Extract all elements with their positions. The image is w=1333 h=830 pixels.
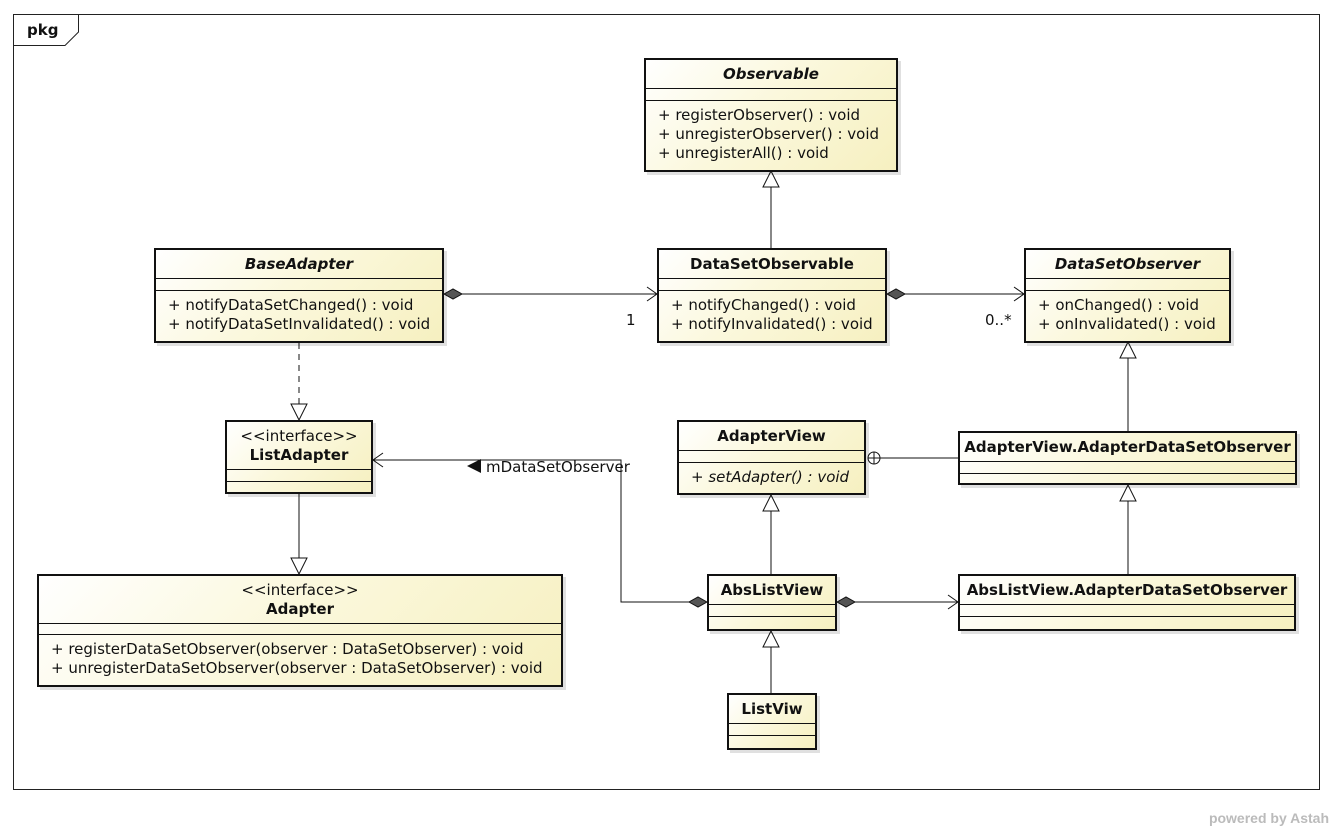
attribute-compartment — [659, 278, 885, 279]
diamond-abslistview-left — [687, 596, 709, 608]
class-dataset-observable[interactable]: DataSetObservable + notifyChanged() : vo… — [657, 248, 887, 343]
class-name: ListAdapter — [249, 446, 349, 464]
operation-compartment — [709, 616, 835, 617]
realization-triangle-listadapter — [290, 403, 308, 422]
class-name: Adapter — [266, 600, 334, 618]
class-name: AdapterView.AdapterDataSetObserver — [964, 438, 1291, 456]
class-list-view[interactable]: ListViw — [727, 693, 817, 750]
class-name: BaseAdapter — [244, 255, 354, 273]
operation: + onChanged() : void — [1038, 296, 1200, 314]
class-name: AdapterView — [717, 427, 826, 445]
operation-compartment — [1026, 290, 1229, 291]
attribute-compartment — [960, 461, 1295, 462]
multiplicity-many: 0..* — [985, 311, 1012, 329]
attribute-compartment — [679, 450, 864, 451]
package-frame — [13, 14, 1320, 790]
attribute-compartment — [39, 623, 561, 624]
attribute-compartment — [1026, 278, 1229, 279]
class-name: DataSetObserver — [1054, 255, 1201, 273]
diamond-abslistview-right — [835, 596, 857, 608]
operation-compartment — [39, 634, 561, 635]
attribute-compartment — [729, 723, 815, 724]
class-adapterview-observer[interactable]: AdapterView.AdapterDataSetObserver — [958, 431, 1297, 485]
stereotype: <<interface>> — [240, 427, 358, 445]
gen-triangle-datasetobserver — [1119, 340, 1137, 359]
class-name: DataSetObservable — [690, 255, 854, 273]
stereotype: <<interface>> — [241, 581, 359, 599]
class-name: ListViw — [741, 700, 803, 718]
operation-list: + onChanged() : void + onInvalidated() :… — [1038, 296, 1225, 334]
multiplicity-one: 1 — [626, 311, 636, 329]
operation: + notifyDataSetInvalidated() : void — [168, 315, 431, 333]
attribute-compartment — [960, 604, 1294, 605]
interface-adapter[interactable]: <<interface>> Adapter + registerDataSetO… — [37, 574, 563, 687]
operation-compartment — [960, 473, 1295, 474]
operation-list: + notifyChanged() : void + notifyInvalid… — [671, 296, 881, 334]
operation: + registerDataSetObserver(observer : Dat… — [51, 640, 524, 658]
gen-triangle-avobserver — [1119, 483, 1137, 502]
operation-list: + setAdapter() : void — [691, 468, 860, 487]
gen-triangle-adapterview — [762, 493, 780, 512]
operation-compartment — [679, 462, 864, 463]
operation: + onInvalidated() : void — [1038, 315, 1216, 333]
operation-compartment — [227, 481, 371, 482]
operation: + notifyDataSetChanged() : void — [168, 296, 414, 314]
class-observable[interactable]: Observable + registerObserver() : void +… — [644, 58, 898, 172]
operation: + unregisterObserver() : void — [658, 125, 880, 143]
operation-list: + notifyDataSetChanged() : void + notify… — [168, 296, 438, 334]
operation: + notifyChanged() : void — [671, 296, 856, 314]
operation: + unregisterDataSetObserver(observer : D… — [51, 659, 543, 677]
attribute-compartment — [156, 278, 442, 279]
diamond-baseadapter — [442, 288, 464, 300]
attribute-compartment — [227, 469, 371, 470]
class-name: AbsListView — [720, 581, 824, 599]
interface-list-adapter[interactable]: <<interface>> ListAdapter — [225, 420, 373, 494]
operation: + setAdapter() : void — [691, 468, 850, 486]
operation: + registerObserver() : void — [658, 106, 861, 124]
operation-compartment — [646, 100, 896, 101]
arrow-listadapter — [372, 452, 384, 468]
package-label: pkg — [27, 21, 59, 39]
class-base-adapter[interactable]: BaseAdapter + notifyDataSetChanged() : v… — [154, 248, 444, 343]
class-adapter-view[interactable]: AdapterView + setAdapter() : void — [677, 420, 866, 495]
operation-compartment — [960, 616, 1294, 617]
gen-triangle-abslistview — [762, 629, 780, 648]
diamond-datasetobservable — [885, 288, 907, 300]
operation-compartment — [659, 290, 885, 291]
operation: + unregisterAll() : void — [658, 144, 829, 162]
operation-compartment — [729, 735, 815, 736]
class-abs-list-view[interactable]: AbsListView — [707, 574, 837, 631]
assoc-abslistview-listadapter — [373, 459, 689, 603]
package-tab — [13, 14, 79, 46]
class-abslistview-observer[interactable]: AbsListView.AdapterDataSetObserver — [958, 574, 1296, 631]
operation-list: + registerDataSetObserver(observer : Dat… — [51, 640, 557, 678]
gen-triangle-adapter — [290, 557, 308, 576]
role-mdatasetobserver: mDataSetObserver — [486, 458, 630, 476]
class-name: AbsListView.AdapterDataSetObserver — [966, 581, 1288, 599]
gen-triangle-observable — [762, 169, 780, 188]
operation: + notifyInvalidated() : void — [671, 315, 873, 333]
class-dataset-observer[interactable]: DataSetObserver + onChanged() : void + o… — [1024, 248, 1231, 343]
role-direction-marker — [467, 459, 481, 473]
attribute-compartment — [709, 604, 835, 605]
astah-watermark: powered by Astah — [1208, 810, 1329, 826]
operation-compartment — [156, 290, 442, 291]
class-name: Observable — [723, 65, 819, 83]
operation-list: + registerObserver() : void + unregister… — [658, 106, 892, 163]
attribute-compartment — [646, 88, 896, 89]
